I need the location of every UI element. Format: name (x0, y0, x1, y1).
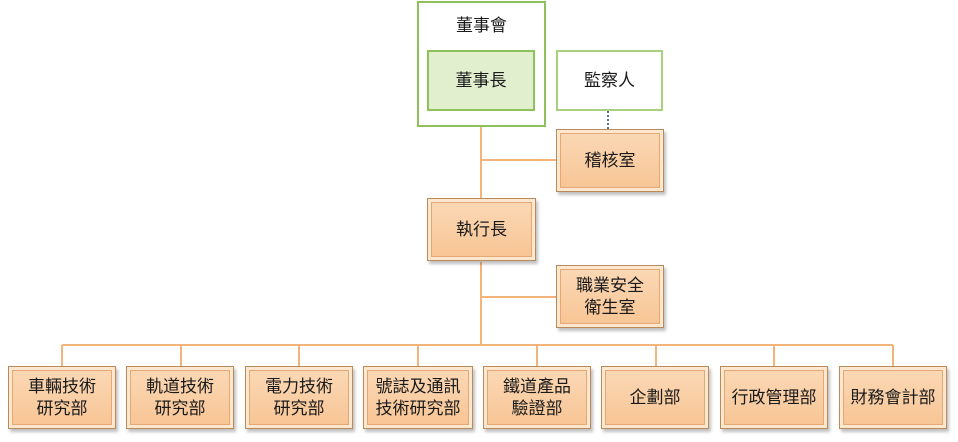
department-box-planning[interactable]: 企劃部 (601, 366, 709, 429)
department-label-line1: 企劃部 (629, 387, 681, 408)
department-box-vehicle[interactable]: 車輛技術 研究部 (8, 366, 116, 429)
safety-label-line1: 職業安全 (576, 275, 644, 296)
department-label-line1: 號誌及通訊 (375, 376, 461, 397)
department-label-line1: 軌道技術 (146, 376, 214, 397)
supervisor-box[interactable]: 監察人 (556, 50, 663, 111)
department-box-signal[interactable]: 號誌及通訊 技術研究部 (363, 366, 473, 429)
department-box-certification[interactable]: 鐵道產品 驗證部 (483, 366, 591, 429)
chairman-box[interactable]: 董事長 (427, 50, 535, 111)
safety-label-line2: 衛生室 (584, 297, 636, 318)
department-label-line1: 鐵道產品 (503, 376, 571, 397)
department-box-administration[interactable]: 行政管理部 (720, 366, 828, 429)
supervisor-label: 監察人 (584, 70, 635, 91)
department-box-track[interactable]: 軌道技術 研究部 (126, 366, 234, 429)
department-box-power[interactable]: 電力技術 研究部 (245, 366, 353, 429)
department-label-line2: 技術研究部 (375, 398, 461, 419)
department-label-line2: 研究部 (36, 398, 88, 419)
safety-box[interactable]: 職業安全 衛生室 (556, 265, 664, 328)
ceo-box[interactable]: 執行長 (427, 198, 536, 261)
department-label-line1: 財務會計部 (850, 387, 936, 408)
department-label-line2: 研究部 (154, 398, 206, 419)
audit-box[interactable]: 稽核室 (556, 129, 664, 192)
department-label-line1: 車輛技術 (28, 376, 96, 397)
chairman-label: 董事長 (455, 70, 507, 91)
audit-label: 稽核室 (584, 150, 636, 171)
department-label-line1: 電力技術 (265, 376, 333, 397)
department-label-line1: 行政管理部 (731, 387, 817, 408)
department-box-finance[interactable]: 財務會計部 (839, 366, 947, 429)
department-label-line2: 研究部 (273, 398, 325, 419)
department-label-line2: 驗證部 (511, 398, 563, 419)
board-title: 董事會 (456, 16, 507, 36)
ceo-label: 執行長 (456, 219, 507, 240)
